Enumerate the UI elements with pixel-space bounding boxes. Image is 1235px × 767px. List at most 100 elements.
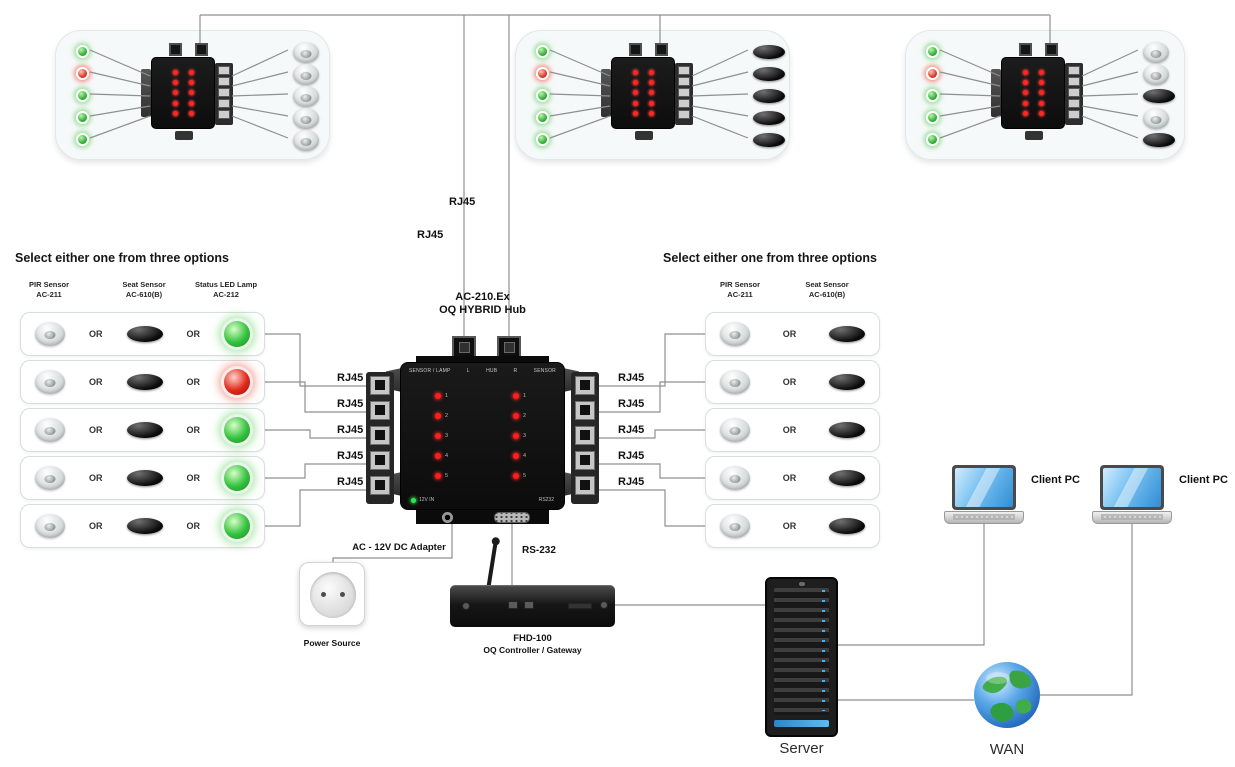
pir-sensor-icon: [720, 514, 750, 538]
status-led-lamp-icon: [224, 321, 250, 347]
bottom-port-icon: [1025, 131, 1043, 140]
or-label: OR: [782, 425, 797, 435]
rj45-label: RJ45: [337, 372, 364, 384]
laptop-keyboard: [944, 511, 1024, 524]
client-pc-label: Client PC: [1031, 474, 1080, 486]
floor-hub-device: [991, 43, 1091, 148]
or-label: OR: [782, 377, 797, 387]
rj45-label: RJ45: [618, 398, 645, 410]
jack-port-icon: [600, 601, 608, 609]
sensor-icon: [753, 133, 785, 147]
hdmi-port-icon: [568, 603, 592, 609]
rj45-port-strip: [675, 63, 693, 125]
pir-sensor-icon: [35, 418, 65, 442]
floor-hub-device: [141, 43, 241, 148]
laptop-icon: [1092, 465, 1172, 524]
floor-hub-device: [601, 43, 701, 148]
rs232-label: RS-232: [522, 545, 556, 556]
sensor-icon: [293, 130, 319, 151]
usb-port-icon: [508, 601, 518, 609]
rj45-port-icon: [1019, 43, 1032, 56]
wan-label: WAN: [989, 741, 1025, 758]
option-row: OR OR: [20, 312, 265, 356]
globe-icon: [972, 660, 1042, 730]
adapter-label: AC - 12V DC Adapter: [352, 542, 446, 553]
hub-bottom-bar: [416, 510, 549, 524]
or-label: OR: [186, 521, 201, 531]
server-knob: [798, 582, 805, 586]
status-led-lamp-icon: [224, 369, 250, 395]
server-icon: [765, 577, 838, 737]
seat-sensor-icon: [126, 470, 163, 486]
oq-hybrid-hub-device: SENSOR / LAMP L HUB R SENSOR 1 2 3 4 5 1…: [400, 362, 565, 510]
or-label: OR: [89, 521, 103, 531]
usb-port-icon: [524, 601, 534, 609]
pir-sensor-icon: [35, 466, 65, 490]
sensor-icon: [293, 42, 319, 63]
left-options-heading: Select either one from three options: [15, 251, 229, 265]
rj45-label: RJ45: [337, 476, 364, 488]
laptop-screen: [1100, 465, 1164, 510]
option-row: OR: [705, 456, 880, 500]
seat-sensor-icon: [126, 422, 163, 438]
status-led-icon: [536, 89, 549, 102]
or-label: OR: [186, 329, 201, 339]
pir-sensor-icon: [720, 418, 750, 442]
status-led-lamp-icon: [224, 513, 250, 539]
rs232-port-icon: [494, 512, 530, 523]
rj45-label: RJ45: [417, 229, 444, 241]
status-led-icon: [926, 45, 939, 58]
rj45-label: RJ45: [618, 450, 645, 462]
floor-zone-panel-1: [55, 30, 330, 160]
rj45-label: RJ45: [618, 476, 645, 488]
or-label: OR: [89, 329, 103, 339]
floor-zone-panel-3: [905, 30, 1185, 160]
rj45-port-icon: [169, 43, 182, 56]
option-row: OR: [705, 504, 880, 548]
mounting-wing: [141, 69, 151, 117]
status-led-icon: [76, 89, 89, 102]
rj45-port-icon: [1045, 43, 1058, 56]
right-options-heading: Select either one from three options: [663, 251, 877, 265]
seat-sensor-icon: [126, 518, 163, 534]
rj45-port-strip: [215, 63, 233, 125]
status-led-icon: [536, 67, 549, 80]
hub-led-panel: [1001, 57, 1065, 129]
pir-sensor-icon: [720, 466, 750, 490]
hub-led-column-left: 1 2 3 4 5: [435, 393, 448, 479]
server-leds: [822, 590, 825, 711]
power-outlet-icon: [310, 572, 356, 618]
rj45-label: RJ45: [337, 424, 364, 436]
laptop-screen: [952, 465, 1016, 510]
status-led-icon: [536, 45, 549, 58]
or-label: OR: [782, 473, 797, 483]
rj45-label: RJ45: [337, 450, 364, 462]
pir-sensor-icon: [720, 322, 750, 346]
option-row: OR OR: [20, 504, 265, 548]
seat-sensor-icon: [126, 326, 163, 342]
status-led-icon: [76, 67, 89, 80]
sensor-icon: [753, 45, 785, 59]
rj45-label: RJ45: [618, 372, 645, 384]
hub-top-bar: [416, 356, 549, 364]
sensor-icon: [1143, 64, 1169, 85]
status-led-icon: [926, 89, 939, 102]
rj45-port-icon: [452, 336, 476, 358]
status-led-lamp-icon: [224, 465, 250, 491]
seat-sensor-icon: [126, 374, 163, 390]
power-led-icon: [411, 497, 416, 503]
fhd-100-device: [450, 585, 615, 627]
seat-sensor-icon: [829, 374, 865, 390]
pir-sensor-icon: [35, 322, 65, 346]
controller-label-line2: OQ Controller / Gateway: [483, 645, 582, 655]
floor-zone-panel-2: [515, 30, 790, 160]
hub-led-column-right: 1 2 3 4 5: [513, 393, 526, 479]
rj45-port-icon: [655, 43, 668, 56]
server-band: [774, 720, 829, 727]
power-source-label: Power Source: [303, 638, 361, 648]
power-source-device: [299, 562, 365, 626]
sensor-icon: [753, 111, 785, 125]
